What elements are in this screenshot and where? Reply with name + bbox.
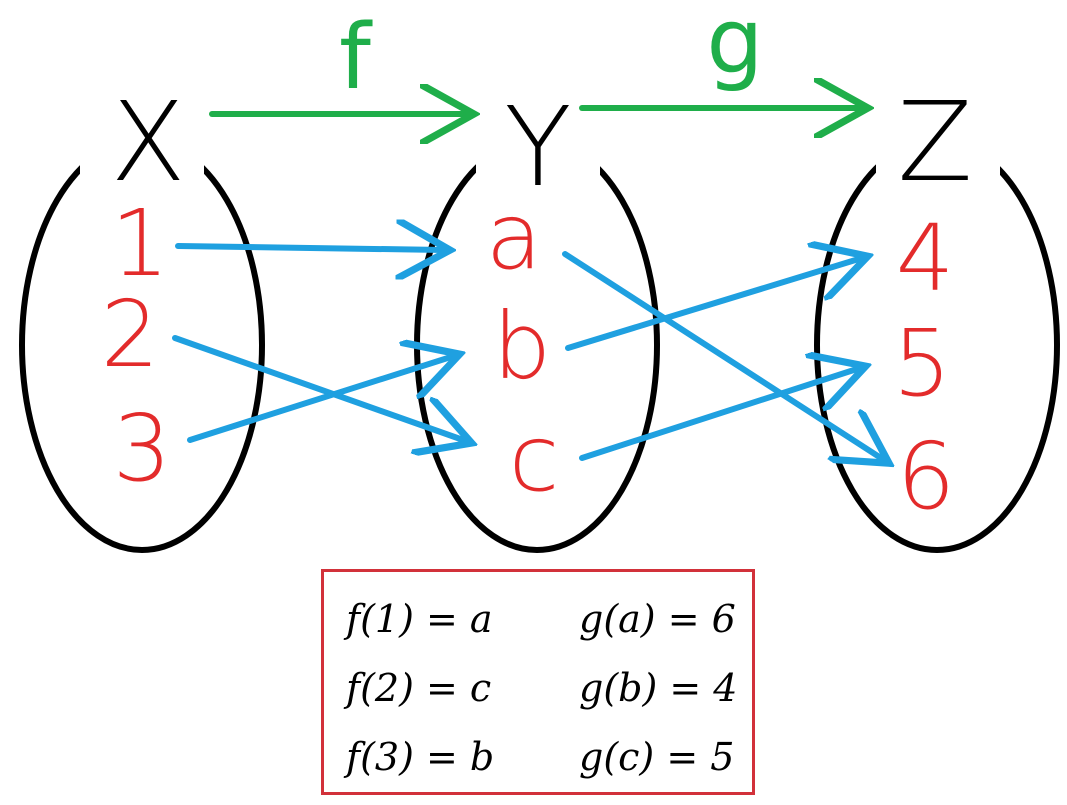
equation-g-a: g(a) = 6: [579, 597, 736, 641]
set-y-element: b: [493, 293, 551, 400]
equation-f-1: f(1) = a: [346, 597, 493, 641]
function-g-label: g: [706, 0, 763, 94]
set-x-label: X: [110, 78, 185, 206]
set-z-label-gap: [876, 120, 1000, 190]
set-y-element: a: [486, 183, 542, 290]
set-z-element: 5: [893, 310, 952, 417]
set-x-element: 1: [111, 190, 170, 297]
equation-g-c: g(c) = 5: [579, 735, 735, 779]
function-f-label: f: [339, 5, 373, 110]
set-y-label: Y: [504, 83, 571, 211]
set-x-label-gap: [80, 120, 204, 190]
set-x-element: 2: [101, 281, 160, 388]
set-z-element: 4: [896, 205, 955, 312]
equations-box: f(1) = a f(2) = c f(3) = b g(a) = 6 g(b)…: [321, 569, 755, 795]
set-y-element: c: [509, 405, 560, 512]
equation-f-3: f(3) = b: [346, 735, 495, 779]
set-z-element: 6: [897, 423, 956, 530]
mapping-arrow-g-a-6: [562, 251, 884, 460]
set-y-label-gap: [476, 120, 600, 190]
mapping-arrow-g-c-5: [579, 368, 860, 461]
equation-g-b: g(b) = 4: [579, 666, 738, 710]
set-z-label: Z: [897, 78, 972, 206]
mapping-arrow-f-2-c: [172, 335, 466, 441]
equation-f-2: f(2) = c: [346, 666, 492, 710]
mapping-arrow-g-b-4: [565, 258, 862, 351]
set-x-element: 3: [113, 395, 172, 502]
mapping-arrow-f-3-b: [187, 356, 454, 443]
mapping-arrow-f-1-a: [175, 246, 444, 250]
